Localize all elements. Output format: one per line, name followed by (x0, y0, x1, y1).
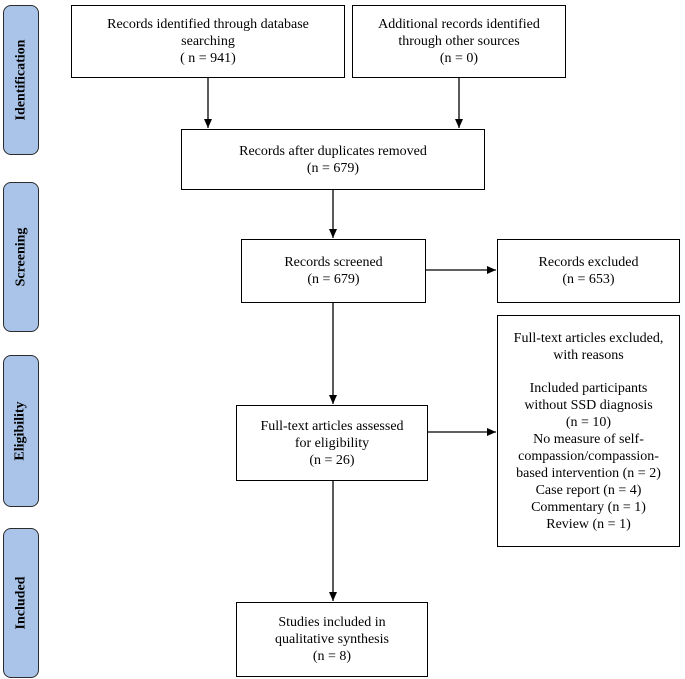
box-studies-included: Studies included in qualitative synthesi… (236, 602, 428, 677)
box-fulltext-assessed: Full-text articles assessed for eligibil… (236, 405, 428, 481)
box-duplicates-removed: Records after duplicates removed (n = 67… (181, 129, 485, 190)
phase-screening: Screening (3, 182, 39, 332)
box-records-excluded: Records excluded (n = 653) (497, 239, 680, 303)
phase-included: Included (3, 528, 39, 678)
box-database-search: Records identified through database sear… (71, 5, 345, 78)
phase-identification: Identification (3, 5, 39, 155)
box-other-sources: Additional records identified through ot… (352, 5, 566, 78)
phase-eligibility: Eligibility (3, 355, 39, 507)
box-records-screened: Records screened (n = 679) (241, 239, 426, 303)
box-fulltext-excluded: Full-text articles excluded, with reason… (497, 315, 680, 547)
